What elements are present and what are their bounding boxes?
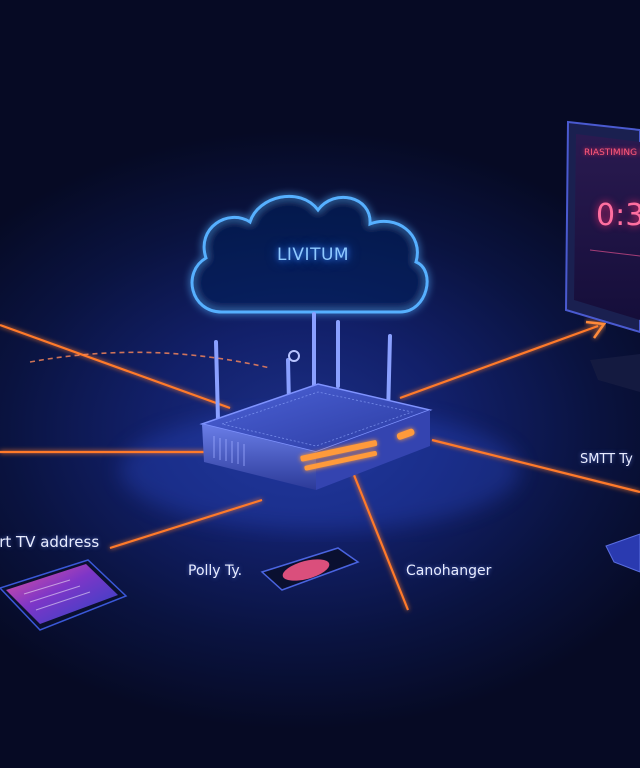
monitor-time-text: 0:36 [596, 198, 640, 233]
dashed-link-line [29, 351, 271, 369]
antenna-tip-icon [288, 350, 300, 362]
laser-line-down [350, 469, 410, 611]
router-front [202, 424, 316, 490]
arrow-head-icon [585, 320, 607, 339]
laser-line-to-monitor [399, 324, 599, 400]
left-device-label: art TV address [0, 533, 100, 551]
laser-line-upper-left [0, 323, 231, 410]
changer-label: Canohanger [406, 563, 492, 579]
cloud-icon [190, 194, 429, 314]
router [199, 312, 433, 490]
laser-line-tablet [109, 498, 263, 550]
right-edge-device [605, 533, 640, 573]
laser-lines [0, 323, 640, 611]
smartphone-device [260, 547, 360, 591]
laser-line-right [431, 438, 640, 494]
router-status-lights [300, 428, 415, 471]
cloud-label: LIVITUM [276, 245, 350, 265]
monitor-header-text: RIASTIMING BIBIA [584, 148, 640, 158]
router-side [316, 410, 430, 490]
right-device-label: SMTT Ty [580, 452, 633, 467]
phone-label: Polly Ty. [188, 563, 243, 579]
monitor-device [564, 120, 640, 392]
tablet-device [0, 559, 128, 631]
